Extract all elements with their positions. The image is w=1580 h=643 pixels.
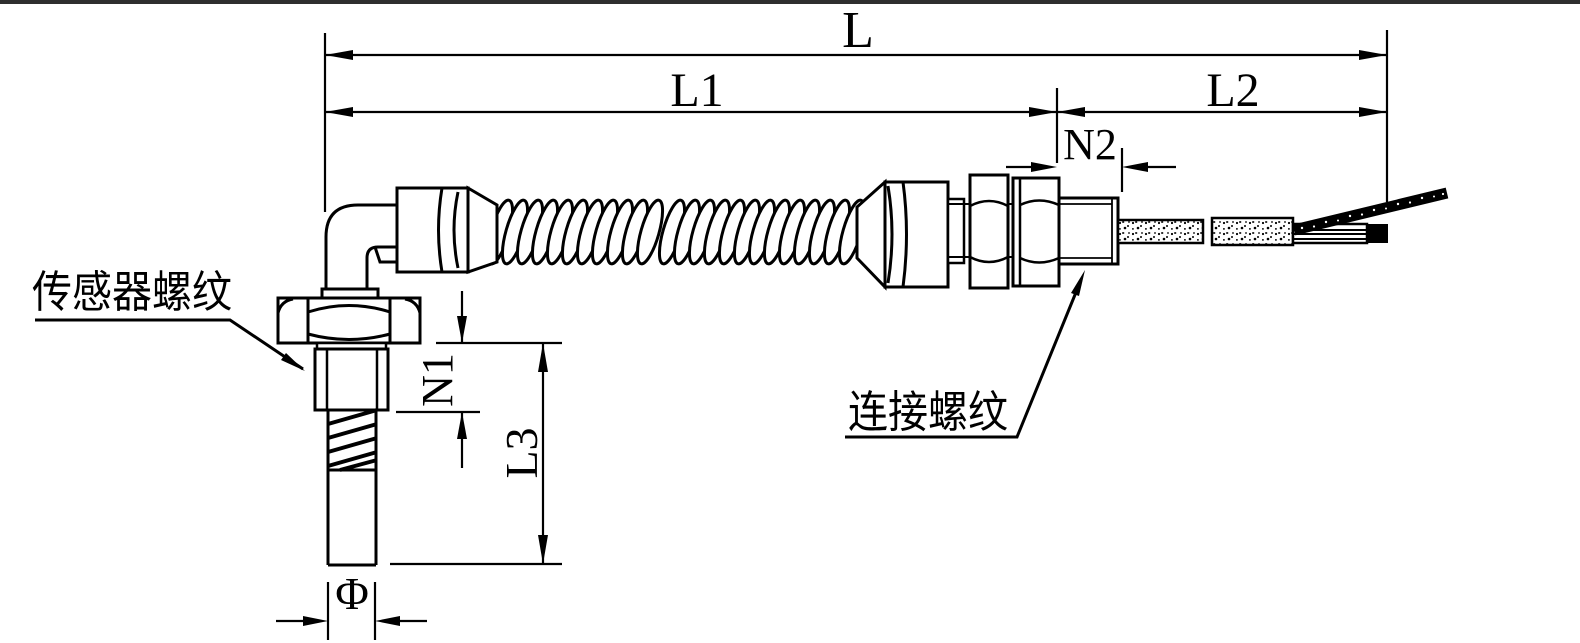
elbow-outer-edge	[324, 203, 397, 289]
dim-label-l1: L1	[670, 64, 723, 117]
hex-nut-chamfer-tr	[404, 297, 422, 314]
sensor-thread-leader	[35, 318, 304, 371]
hex-washer-2-top-arc	[1019, 199, 1060, 207]
right-cap-nut-body	[883, 180, 950, 289]
probe-tube	[326, 410, 378, 567]
dim-label-l: L	[842, 2, 874, 59]
left-cap-nut-facet-1	[437, 187, 444, 273]
sensor-thread-leader-arrow	[281, 353, 305, 371]
dim-label-l2: L2	[1206, 64, 1259, 117]
left-cap-nut-facet-2	[452, 191, 460, 269]
left-cap-nut	[395, 185, 499, 275]
hex-washer-1-bottom-arc	[969, 255, 1009, 264]
right-cap-nut-facet-2	[886, 185, 894, 284]
elbow-fitting	[324, 203, 397, 289]
helical-thread-section	[327, 408, 378, 472]
sensor-hex-nut-group	[276, 287, 422, 345]
connection-thread-cylinder	[1057, 196, 1120, 266]
cable-segment-1	[1116, 218, 1205, 245]
connection-fitting	[855, 173, 1120, 291]
top-border-bar	[0, 0, 1580, 4]
connection-thread-leader	[845, 279, 1083, 439]
right-cap-nut-facet-1	[901, 181, 908, 288]
flexible-conduit-left-segment	[480, 196, 670, 268]
sensor-thread-label: 传感器螺纹	[32, 268, 232, 317]
dimension-lines	[276, 30, 1389, 640]
lead-cable	[1116, 187, 1449, 247]
dim-label-phi: Φ	[335, 568, 369, 619]
cable-segment-2	[1210, 216, 1295, 247]
dim-label-l3: L3	[496, 427, 547, 478]
hex-washer-1	[968, 173, 1010, 290]
dimension-arrowheads	[303, 50, 1387, 626]
hex-washer-1-top-arc	[969, 199, 1009, 208]
wire-tip	[1367, 224, 1388, 243]
diagonal-wire	[1292, 187, 1449, 236]
connection-thread-leader-arrow	[1071, 270, 1085, 296]
elbow-socket-line	[373, 246, 397, 264]
hex-nut-bottom-arc	[307, 332, 391, 341]
flexible-conduit-right-segment	[652, 196, 872, 268]
elbow-inner-edge	[365, 245, 397, 289]
dimension-labels: L L1 L2 N2 N1 L3 Φ	[335, 2, 1259, 619]
callout-sensor-thread: 传感器螺纹	[32, 268, 305, 371]
hex-washer-2-bottom-arc	[1019, 256, 1060, 264]
hex-nut-chamfer-tl	[276, 297, 294, 314]
callout-connection-thread: 连接螺纹	[845, 270, 1085, 439]
sensor-thread-and-probe	[313, 341, 390, 567]
collar	[946, 197, 966, 265]
dim-label-n1: N1	[413, 353, 462, 407]
hex-nut-top-arc	[307, 304, 391, 314]
dim-label-n2: N2	[1063, 120, 1117, 169]
connection-thread-label: 连接螺纹	[848, 388, 1008, 437]
